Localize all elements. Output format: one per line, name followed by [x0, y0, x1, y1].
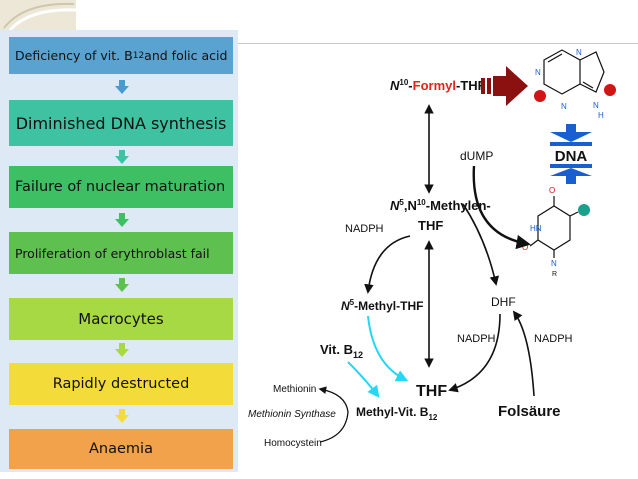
pyrimidine-structure	[529, 196, 579, 258]
pyrimidine-methyl-teal	[578, 204, 590, 216]
flow-arrow-3	[115, 213, 129, 227]
dna-block-arrows	[550, 124, 592, 184]
purine-structure	[543, 49, 605, 95]
label-nadph-right: NADPH	[534, 333, 573, 345]
header-rule	[238, 43, 638, 44]
step-rapidly-destructed: Rapidly destructed	[9, 363, 233, 405]
arrow-methylen-to-methyl-thf	[364, 235, 411, 294]
label-methionin: Methionin	[273, 384, 316, 395]
atom-label: H	[598, 111, 604, 120]
flow-arrow-6	[115, 409, 129, 423]
cyan-arrow-b12	[347, 361, 380, 398]
flow-arrow-2	[115, 150, 129, 164]
atom-label: N	[576, 48, 582, 57]
step-diminished-dna-synthesis: Diminished DNA synthesis	[9, 100, 233, 146]
label-dump: dUMP	[460, 149, 493, 163]
label-n5-methyl-thf: N5-Methyl-THF	[341, 298, 423, 313]
label-n10-formyl-thf: N10-Formyl-THF	[390, 78, 486, 93]
arrow-dump-to-dtmp	[472, 165, 531, 250]
label-homocystein: Homocystein	[264, 438, 322, 449]
atom-label: HN	[530, 224, 542, 233]
step-anaemia: Anaemia	[9, 429, 233, 469]
atom-label: O	[549, 186, 555, 195]
atom-label: N	[593, 101, 599, 110]
step-macrocytes: Macrocytes	[9, 298, 233, 340]
atom-label: N	[551, 259, 557, 268]
label-methionin-synthase: Methionin Synthase	[248, 409, 336, 420]
flow-arrow-5	[115, 343, 129, 357]
arrow-methionin-synthase	[318, 386, 349, 443]
cyan-arrow-methyl-transfer	[367, 315, 409, 382]
label-thf: THF	[416, 383, 447, 400]
atom-label: R	[552, 271, 557, 278]
step-erythroblast-proliferation-fail: Proliferation of erythroblast fail	[9, 232, 233, 274]
flow-arrow-4	[115, 278, 129, 292]
label-vit-b12: Vit. B12	[320, 342, 363, 360]
folate-pathway-diagram: N10-Formyl-THF N N N N H DNA O O HN N R	[248, 48, 616, 449]
step-nuclear-maturation-failure: Failure of nuclear maturation	[9, 166, 233, 208]
label-folsaeure: Folsäure	[498, 403, 561, 420]
label-methylen-thf-line2: THF	[418, 218, 443, 233]
flow-arrow-1	[115, 80, 129, 94]
purine-atom-red-2	[604, 84, 616, 96]
atom-label: N	[561, 102, 567, 111]
arrow-methylen-to-dhf	[462, 203, 500, 286]
label-nadph-middle: NADPH	[457, 333, 496, 345]
formyl-transfer-arrow	[481, 66, 528, 106]
label-dhf: DHF	[491, 295, 516, 309]
arrow-folsaeure-to-dhf	[512, 310, 535, 397]
label-methylen-thf: N5,N10-Methylen-	[390, 198, 491, 213]
atom-label: N	[535, 68, 541, 77]
purine-atom-red-1	[534, 90, 546, 102]
label-methyl-vit-b12: Methyl-Vit. B12	[356, 405, 438, 422]
label-dna: DNA	[555, 148, 588, 165]
corner-decoration	[0, 0, 76, 30]
arrow-dhf-to-thf	[448, 313, 501, 393]
label-nadph-left: NADPH	[345, 223, 384, 235]
